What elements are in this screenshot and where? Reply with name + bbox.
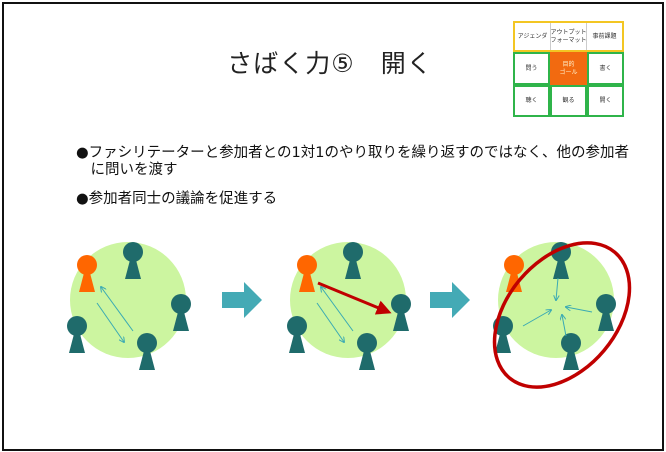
next-step-arrow-icon <box>430 282 470 318</box>
arrow-icon <box>562 315 567 337</box>
grid-cell-agenda: アジェンダ <box>517 32 548 40</box>
arrow-icon <box>321 287 354 332</box>
arrow-icon <box>96 302 124 342</box>
diagram-pass-question <box>287 242 411 370</box>
slide-title: さばく力⑤ 開く <box>227 49 433 78</box>
diagram-one-to-one <box>67 242 191 370</box>
bullet-1-cont: に問いを渡す <box>76 162 178 178</box>
arrow-icon <box>556 277 558 300</box>
highlight-ellipse <box>492 241 632 389</box>
grid-top-border <box>513 21 624 52</box>
bullet-1: ●ファシリテーターと参加者との1対1のやり取りを繰り返すのではなく、他の参加者 <box>76 145 629 161</box>
arrow-icon <box>316 302 344 342</box>
diagram-group-discussion <box>492 241 632 389</box>
grid-cell-listen: 聴く <box>513 85 550 117</box>
grid-cell-ask: 問う <box>513 52 550 85</box>
skills-grid: アジェンダ アウトプット フォーマット 事前課題 問う 目的 ゴール 書く 聴く… <box>513 21 624 117</box>
next-step-arrow-icon <box>222 282 262 318</box>
arrow-icon <box>522 310 551 327</box>
arrow-icon <box>101 287 134 332</box>
grid-cell-output-format: アウトプット フォーマット <box>550 23 587 50</box>
grid-cell-pre-task: 事前課題 <box>592 32 617 40</box>
discussion-circle <box>290 242 406 358</box>
grid-cell-write: 書く <box>587 52 624 85</box>
grid-cell-goal: 目的 ゴール <box>550 52 587 85</box>
arrow-icon <box>566 307 593 313</box>
bullet-2: ●参加者同士の議論を促進する <box>76 191 278 207</box>
pass-question-arrow-icon <box>317 281 392 315</box>
grid-cell-open: 開く <box>587 85 624 117</box>
discussion-circle <box>70 242 186 358</box>
grid-cell-observe: 観る <box>550 85 587 117</box>
